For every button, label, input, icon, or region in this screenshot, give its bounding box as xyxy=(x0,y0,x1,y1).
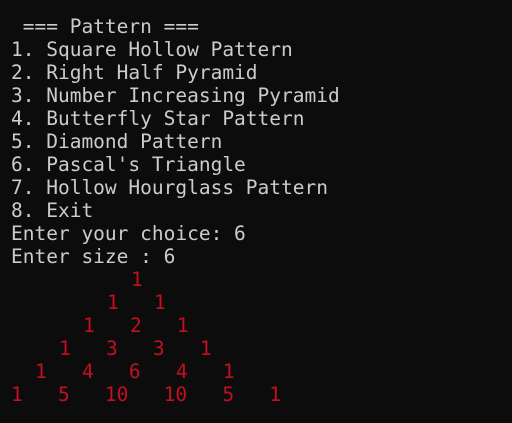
menu-item-3: 3. Number Increasing Pyramid xyxy=(11,84,340,107)
menu-item-7: 7. Hollow Hourglass Pattern xyxy=(11,176,328,199)
size-prompt: Enter size : 6 xyxy=(11,245,176,268)
pascal-row-2: 1 1 xyxy=(107,291,166,314)
menu-item-4: 4. Butterfly Star Pattern xyxy=(11,107,305,130)
menu-item-2: 2. Right Half Pyramid xyxy=(11,61,258,84)
menu-header: === Pattern === xyxy=(11,15,199,38)
pascal-row-5: 1 4 6 4 1 xyxy=(35,360,235,383)
menu-item-8: 8. Exit xyxy=(11,199,94,222)
menu-item-6: 6. Pascal's Triangle xyxy=(11,153,246,176)
pascal-row-1: 1 xyxy=(131,268,143,291)
menu-item-5: 5. Diamond Pattern xyxy=(11,130,223,153)
pascal-row-4: 1 3 3 1 xyxy=(59,337,212,360)
pascal-row-3: 1 2 1 xyxy=(83,314,189,337)
menu-item-1: 1. Square Hollow Pattern xyxy=(11,38,293,61)
choice-prompt: Enter your choice: 6 xyxy=(11,222,246,245)
pascal-row-6: 1 5 10 10 5 1 xyxy=(11,383,282,406)
